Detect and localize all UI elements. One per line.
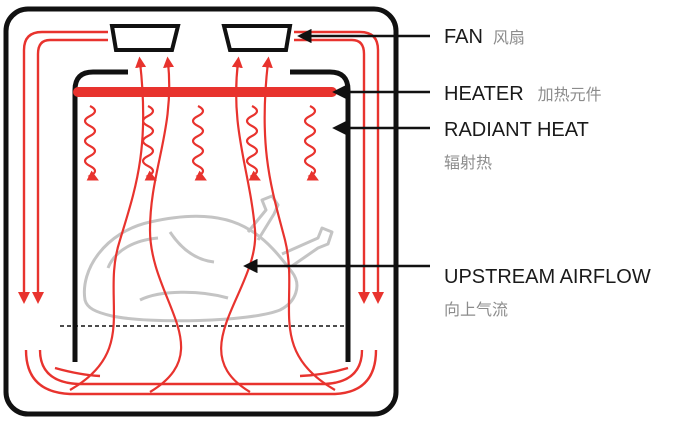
bottom-return-loops xyxy=(24,349,378,396)
inner-basket-right-wall xyxy=(290,69,351,362)
radiant-heat-waves xyxy=(83,105,319,181)
roast-chicken-icon xyxy=(82,194,334,323)
label-radiant-heat-en: RADIANT HEAT xyxy=(444,119,589,141)
label-radiant-heat-cn: 辐射热 xyxy=(444,153,492,172)
label-fan: FAN 风扇 xyxy=(444,26,525,48)
label-upstream-airflow-en: UPSTREAM AIRFLOW xyxy=(444,266,651,288)
fan-icon xyxy=(109,24,293,52)
callout-arrows xyxy=(243,28,430,274)
label-upstream-airflow-cn: 向上气流 xyxy=(444,300,508,319)
side-airflow-loops xyxy=(18,30,384,304)
outer-housing xyxy=(3,6,399,417)
label-heater: HEATER 加热元件 xyxy=(444,83,602,105)
upstream-airflow-curves xyxy=(69,56,336,393)
